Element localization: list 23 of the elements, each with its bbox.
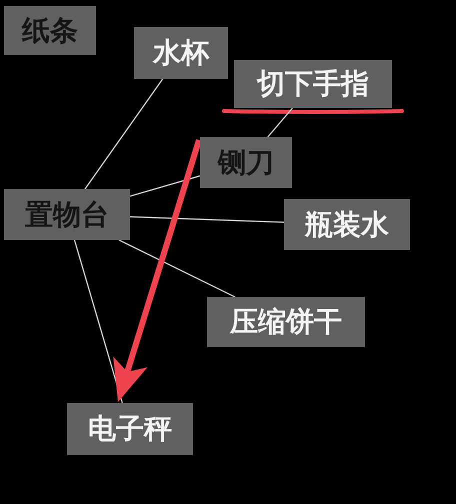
node-label: 电子秤 — [88, 415, 172, 443]
connector-line — [267, 108, 293, 138]
label-box — [234, 60, 392, 108]
connector-line — [118, 239, 236, 298]
connector-line — [130, 216, 284, 223]
node-label: 瓶装水 — [305, 210, 389, 238]
connector-line — [130, 175, 200, 197]
node-label: 切下手指 — [257, 70, 369, 98]
node-label: 压缩饼干 — [230, 308, 342, 336]
node-label: 铡刀 — [218, 148, 274, 176]
label-box — [284, 199, 410, 250]
label-box — [134, 27, 228, 79]
label-box — [4, 189, 130, 240]
label-box — [207, 297, 365, 347]
label-box — [67, 403, 193, 455]
arrow — [113, 139, 202, 402]
node-label: 置物台 — [25, 200, 109, 228]
node-label: 纸条 — [22, 16, 78, 44]
node-label: 水杯 — [153, 39, 209, 67]
label-box — [4, 6, 96, 55]
connector-line — [74, 240, 123, 404]
label-box — [200, 137, 292, 188]
connector-line — [84, 78, 164, 190]
